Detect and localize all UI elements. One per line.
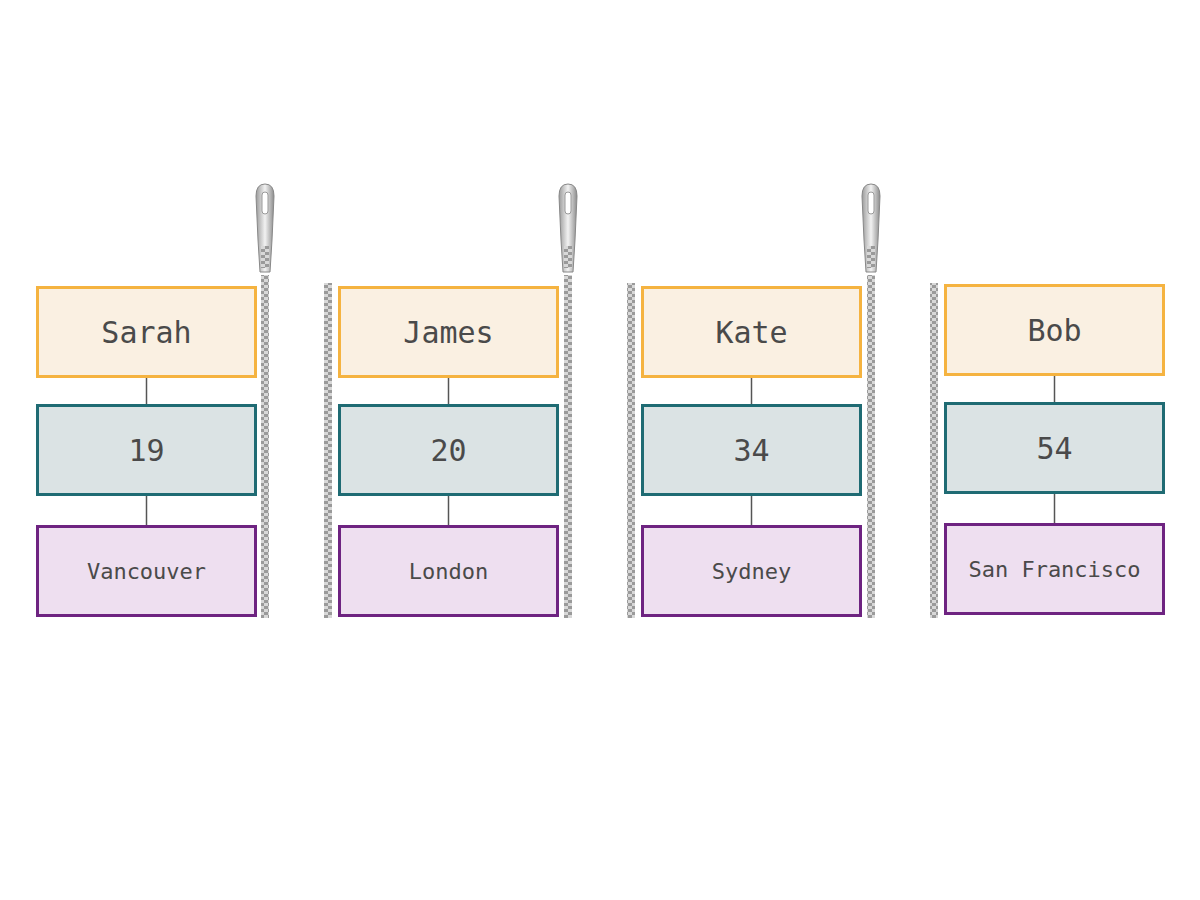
- connector-line: [1054, 376, 1056, 402]
- zipper-strips: [261, 275, 938, 618]
- box-label: Kate: [715, 315, 787, 350]
- name-box: Kate: [641, 286, 862, 378]
- box-label: 20: [430, 433, 466, 468]
- connector-line: [448, 378, 450, 404]
- connector-line: [751, 496, 753, 525]
- connector-line: [146, 496, 148, 525]
- connector-line: [751, 378, 753, 404]
- box-label: James: [403, 315, 493, 350]
- zipper-pulls: [256, 184, 880, 272]
- city-box: Sydney: [641, 525, 862, 617]
- age-box: 34: [641, 404, 862, 496]
- name-box: James: [338, 286, 559, 378]
- connector-line: [146, 378, 148, 404]
- box-label: Vancouver: [87, 559, 206, 584]
- box-label: 19: [128, 433, 164, 468]
- box-label: Sydney: [712, 559, 791, 584]
- box-label: London: [409, 559, 488, 584]
- connector-line: [1054, 494, 1056, 523]
- box-label: 54: [1036, 431, 1072, 466]
- box-label: 34: [733, 433, 769, 468]
- city-box: Vancouver: [36, 525, 257, 617]
- name-box: Bob: [944, 284, 1165, 376]
- age-box: 54: [944, 402, 1165, 494]
- box-label: Bob: [1027, 313, 1081, 348]
- city-box: London: [338, 525, 559, 617]
- age-box: 19: [36, 404, 257, 496]
- name-box: Sarah: [36, 286, 257, 378]
- age-box: 20: [338, 404, 559, 496]
- connector-line: [448, 496, 450, 525]
- city-box: San Francisco: [944, 523, 1165, 615]
- box-label: San Francisco: [968, 557, 1140, 582]
- box-label: Sarah: [101, 315, 191, 350]
